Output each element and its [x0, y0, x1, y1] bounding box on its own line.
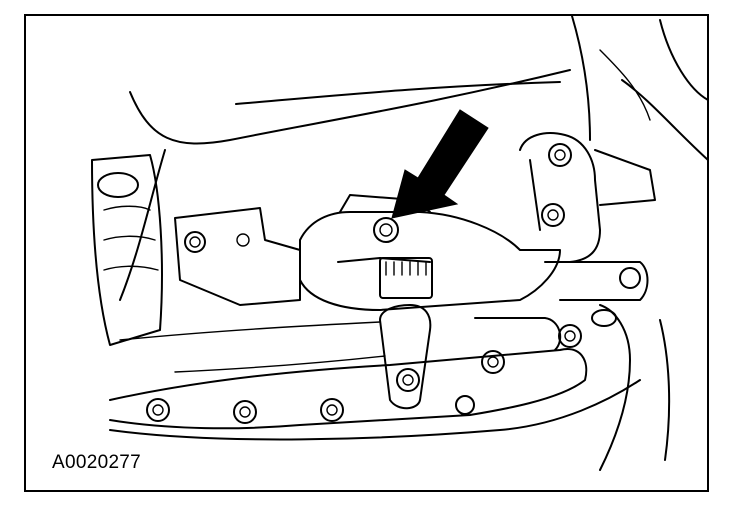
- bolt: [320, 398, 344, 422]
- left-bracket: [174, 207, 301, 306]
- figure-id-label: A0020277: [52, 452, 142, 473]
- right-bracket: [519, 132, 656, 301]
- center-mount: [299, 194, 561, 311]
- bolt: [146, 398, 170, 422]
- bolt: [481, 350, 505, 374]
- bolt: [558, 324, 582, 348]
- bolt: [455, 395, 475, 415]
- upper-housing: [119, 15, 709, 301]
- bolt: [396, 368, 420, 392]
- arrow-icon: [391, 109, 489, 219]
- left-cylinder: [91, 154, 163, 346]
- valve-body: [109, 304, 671, 471]
- lower-bolts: [146, 324, 582, 424]
- bolt: [233, 400, 257, 424]
